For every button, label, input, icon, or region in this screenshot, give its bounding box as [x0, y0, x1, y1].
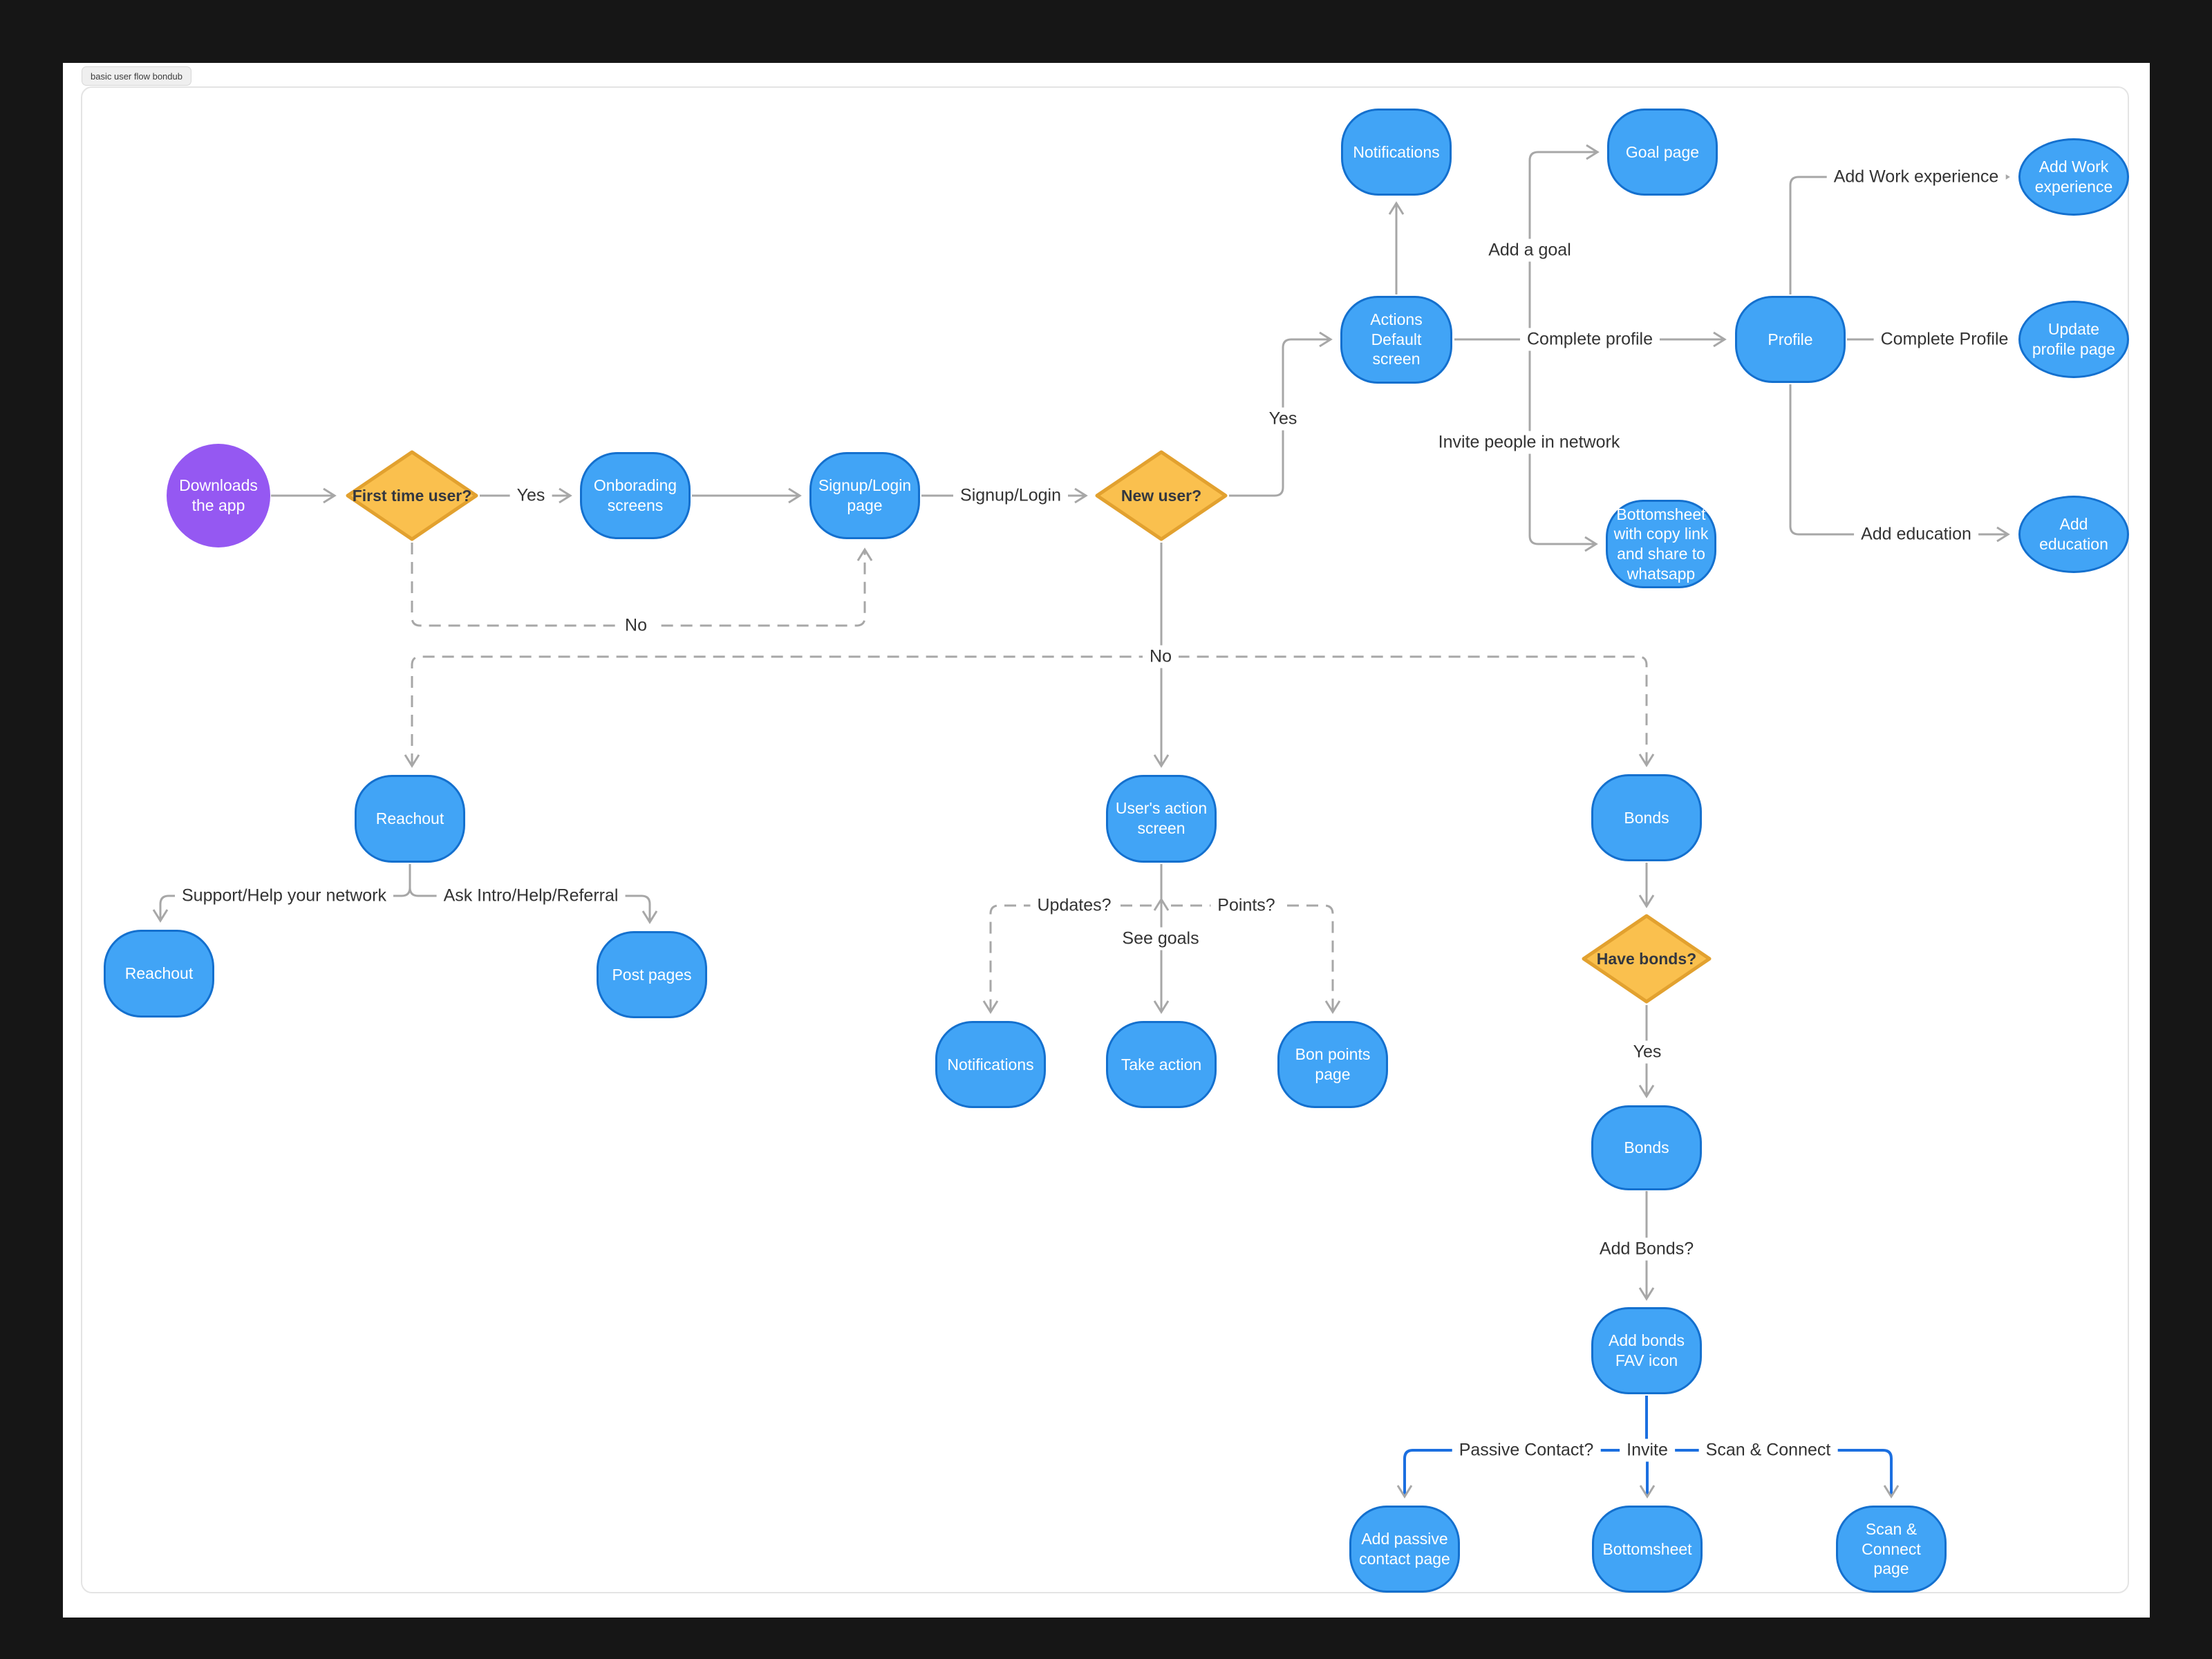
flow-title-tab[interactable]: basic user flow bondub [82, 66, 191, 86]
notifications-top-label: Notifications [1353, 142, 1440, 161]
bonds-top-label: Bonds [1624, 808, 1669, 827]
edge-label-add-a-goal: Add a goal [1481, 238, 1578, 262]
edge-updates-notifications [982, 904, 1152, 1014]
diamond-shape [1095, 450, 1228, 541]
scan-connect-page-node[interactable]: Scan & Connect page [1836, 1506, 1947, 1593]
downloads-the-app-label: Downloads the app [179, 476, 258, 514]
profile-label: Profile [1768, 330, 1813, 348]
edge-label-no-new-user: No [1143, 645, 1179, 668]
add-bonds-fav-icon-node[interactable]: Add bonds FAV icon [1591, 1307, 1702, 1394]
goal-page-label: Goal page [1625, 142, 1700, 161]
bonds-bottom-label: Bonds [1624, 1138, 1669, 1156]
goal-page-node[interactable]: Goal page [1607, 109, 1718, 196]
signup-login-page-node[interactable]: Signup/Login page [809, 452, 920, 539]
actions-default-screen-label: Actions Default screen [1370, 310, 1423, 368]
edge-label-scan-and-connect: Scan & Connect [1698, 1438, 1838, 1462]
edge-label-see-goals: See goals [1115, 927, 1206, 950]
first-time-user-node[interactable]: First time user? [346, 450, 478, 541]
bon-points-page-label: Bon points page [1295, 1045, 1371, 1083]
new-user-label: New user? [1121, 486, 1202, 505]
edge-label-ask-intro-help-referral: Ask Intro/Help/Referral [436, 884, 626, 908]
add-passive-contact-page-label: Add passive contact page [1359, 1530, 1450, 1568]
signup-login-page-label: Signup/Login page [818, 476, 912, 514]
diamond-shape [346, 450, 478, 541]
edge-label-signup-login: Signup/Login [953, 484, 1068, 507]
reachout-support-label: Reachout [124, 964, 194, 982]
bottomsheet-copy-link-label: Bottomsheet with copy link and share to … [1613, 505, 1709, 583]
edge-label-no-first-time: No [618, 614, 654, 637]
first-time-user-label: First time user? [352, 486, 472, 505]
edge-points-bonpoints [1171, 904, 1341, 1014]
post-pages-label: Post pages [612, 965, 692, 984]
flow-title: basic user flow bondub [91, 71, 182, 82]
edge-junction-goalpage [1528, 144, 1600, 339]
bonds-top-node[interactable]: Bonds [1591, 774, 1702, 861]
have-bonds-label: Have bonds? [1596, 949, 1697, 968]
onboarding-screens-label: Onborading screens [593, 476, 677, 514]
edge-label-invite: Invite [1620, 1438, 1675, 1462]
new-user-node[interactable]: New user? [1095, 450, 1228, 541]
bottomsheet-invite-label: Bottomsheet [1602, 1539, 1692, 1558]
edge-tee-passive [1396, 1449, 1638, 1499]
have-bonds-node[interactable]: Have bonds? [1582, 914, 1712, 1004]
bonds-bottom-node[interactable]: Bonds [1591, 1105, 1702, 1190]
edge-label-yes-new-user: Yes [1262, 407, 1304, 431]
reachout-hub-label: Reachout [375, 809, 444, 827]
edge-reachout-postpages [409, 887, 658, 924]
notifications-top-node[interactable]: Notifications [1341, 109, 1452, 196]
edge-no-firsttime-signup [411, 543, 873, 627]
notifications-bottom-label: Notifications [947, 1055, 1034, 1074]
edge-label-add-work-experience-label: Add Work experience [1826, 165, 2006, 189]
edge-label-yes-first-time: Yes [509, 484, 552, 507]
edge-label-points: Points? [1210, 894, 1282, 917]
update-profile-page-label: Update profile page [2032, 320, 2116, 358]
edge-tee-scanconnect [1656, 1449, 1900, 1499]
profile-node[interactable]: Profile [1735, 296, 1846, 383]
edge-label-complete-profile-2: Complete Profile [1873, 328, 2016, 351]
downloads-the-app-node[interactable]: Downloads the app [167, 444, 270, 547]
scan-connect-page-label: Scan & Connect page [1862, 1519, 1921, 1578]
take-action-node[interactable]: Take action [1106, 1021, 1217, 1108]
diamond-shape [1582, 914, 1712, 1004]
bottomsheet-invite-node[interactable]: Bottomsheet [1592, 1506, 1703, 1593]
users-action-screen-label: User's action screen [1115, 799, 1208, 837]
add-work-experience-label: Add Work experience [2034, 158, 2113, 196]
edge-label-invite-people-in-network: Invite people in network [1431, 431, 1627, 454]
add-work-experience-node[interactable]: Add Work experience [2018, 138, 2129, 216]
update-profile-page-node[interactable]: Update profile page [2018, 301, 2129, 378]
edge-label-complete-profile: Complete profile [1519, 328, 1660, 351]
post-pages-node[interactable]: Post pages [597, 931, 707, 1018]
add-education-label: Add education [2039, 515, 2108, 553]
edge-label-passive-contact: Passive Contact? [1452, 1438, 1601, 1462]
reachout-support-node[interactable]: Reachout [104, 929, 214, 1018]
bon-points-page-node[interactable]: Bon points page [1277, 1021, 1388, 1108]
actions-default-screen-node[interactable]: Actions Default screen [1340, 295, 1452, 384]
bottomsheet-copy-link-node[interactable]: Bottomsheet with copy link and share to … [1606, 500, 1716, 588]
edge-label-yes-have-bonds: Yes [1626, 1040, 1669, 1064]
edge-label-support-help-your-network: Support/Help your network [175, 884, 393, 908]
edge-no-span [404, 655, 1655, 768]
users-action-screen-node[interactable]: User's action screen [1106, 774, 1217, 863]
edge-label-add-bonds: Add Bonds? [1592, 1237, 1701, 1261]
reachout-hub-node[interactable]: Reachout [355, 774, 465, 863]
edge-label-add-education-label: Add education [1854, 523, 1978, 546]
onboarding-screens-node[interactable]: Onborading screens [580, 452, 691, 539]
edge-profile-addeducation [1789, 384, 2010, 543]
edge-label-updates: Updates? [1030, 894, 1118, 917]
notifications-bottom-node[interactable]: Notifications [935, 1021, 1046, 1108]
add-education-node[interactable]: Add education [2018, 496, 2129, 573]
take-action-label: Take action [1121, 1055, 1202, 1074]
add-bonds-fav-icon-label: Add bonds FAV icon [1609, 1331, 1685, 1369]
edge-profile-addwork [1789, 169, 2010, 294]
add-passive-contact-page-node[interactable]: Add passive contact page [1349, 1506, 1460, 1593]
edge-junction-bottomsheet [1528, 339, 1598, 552]
